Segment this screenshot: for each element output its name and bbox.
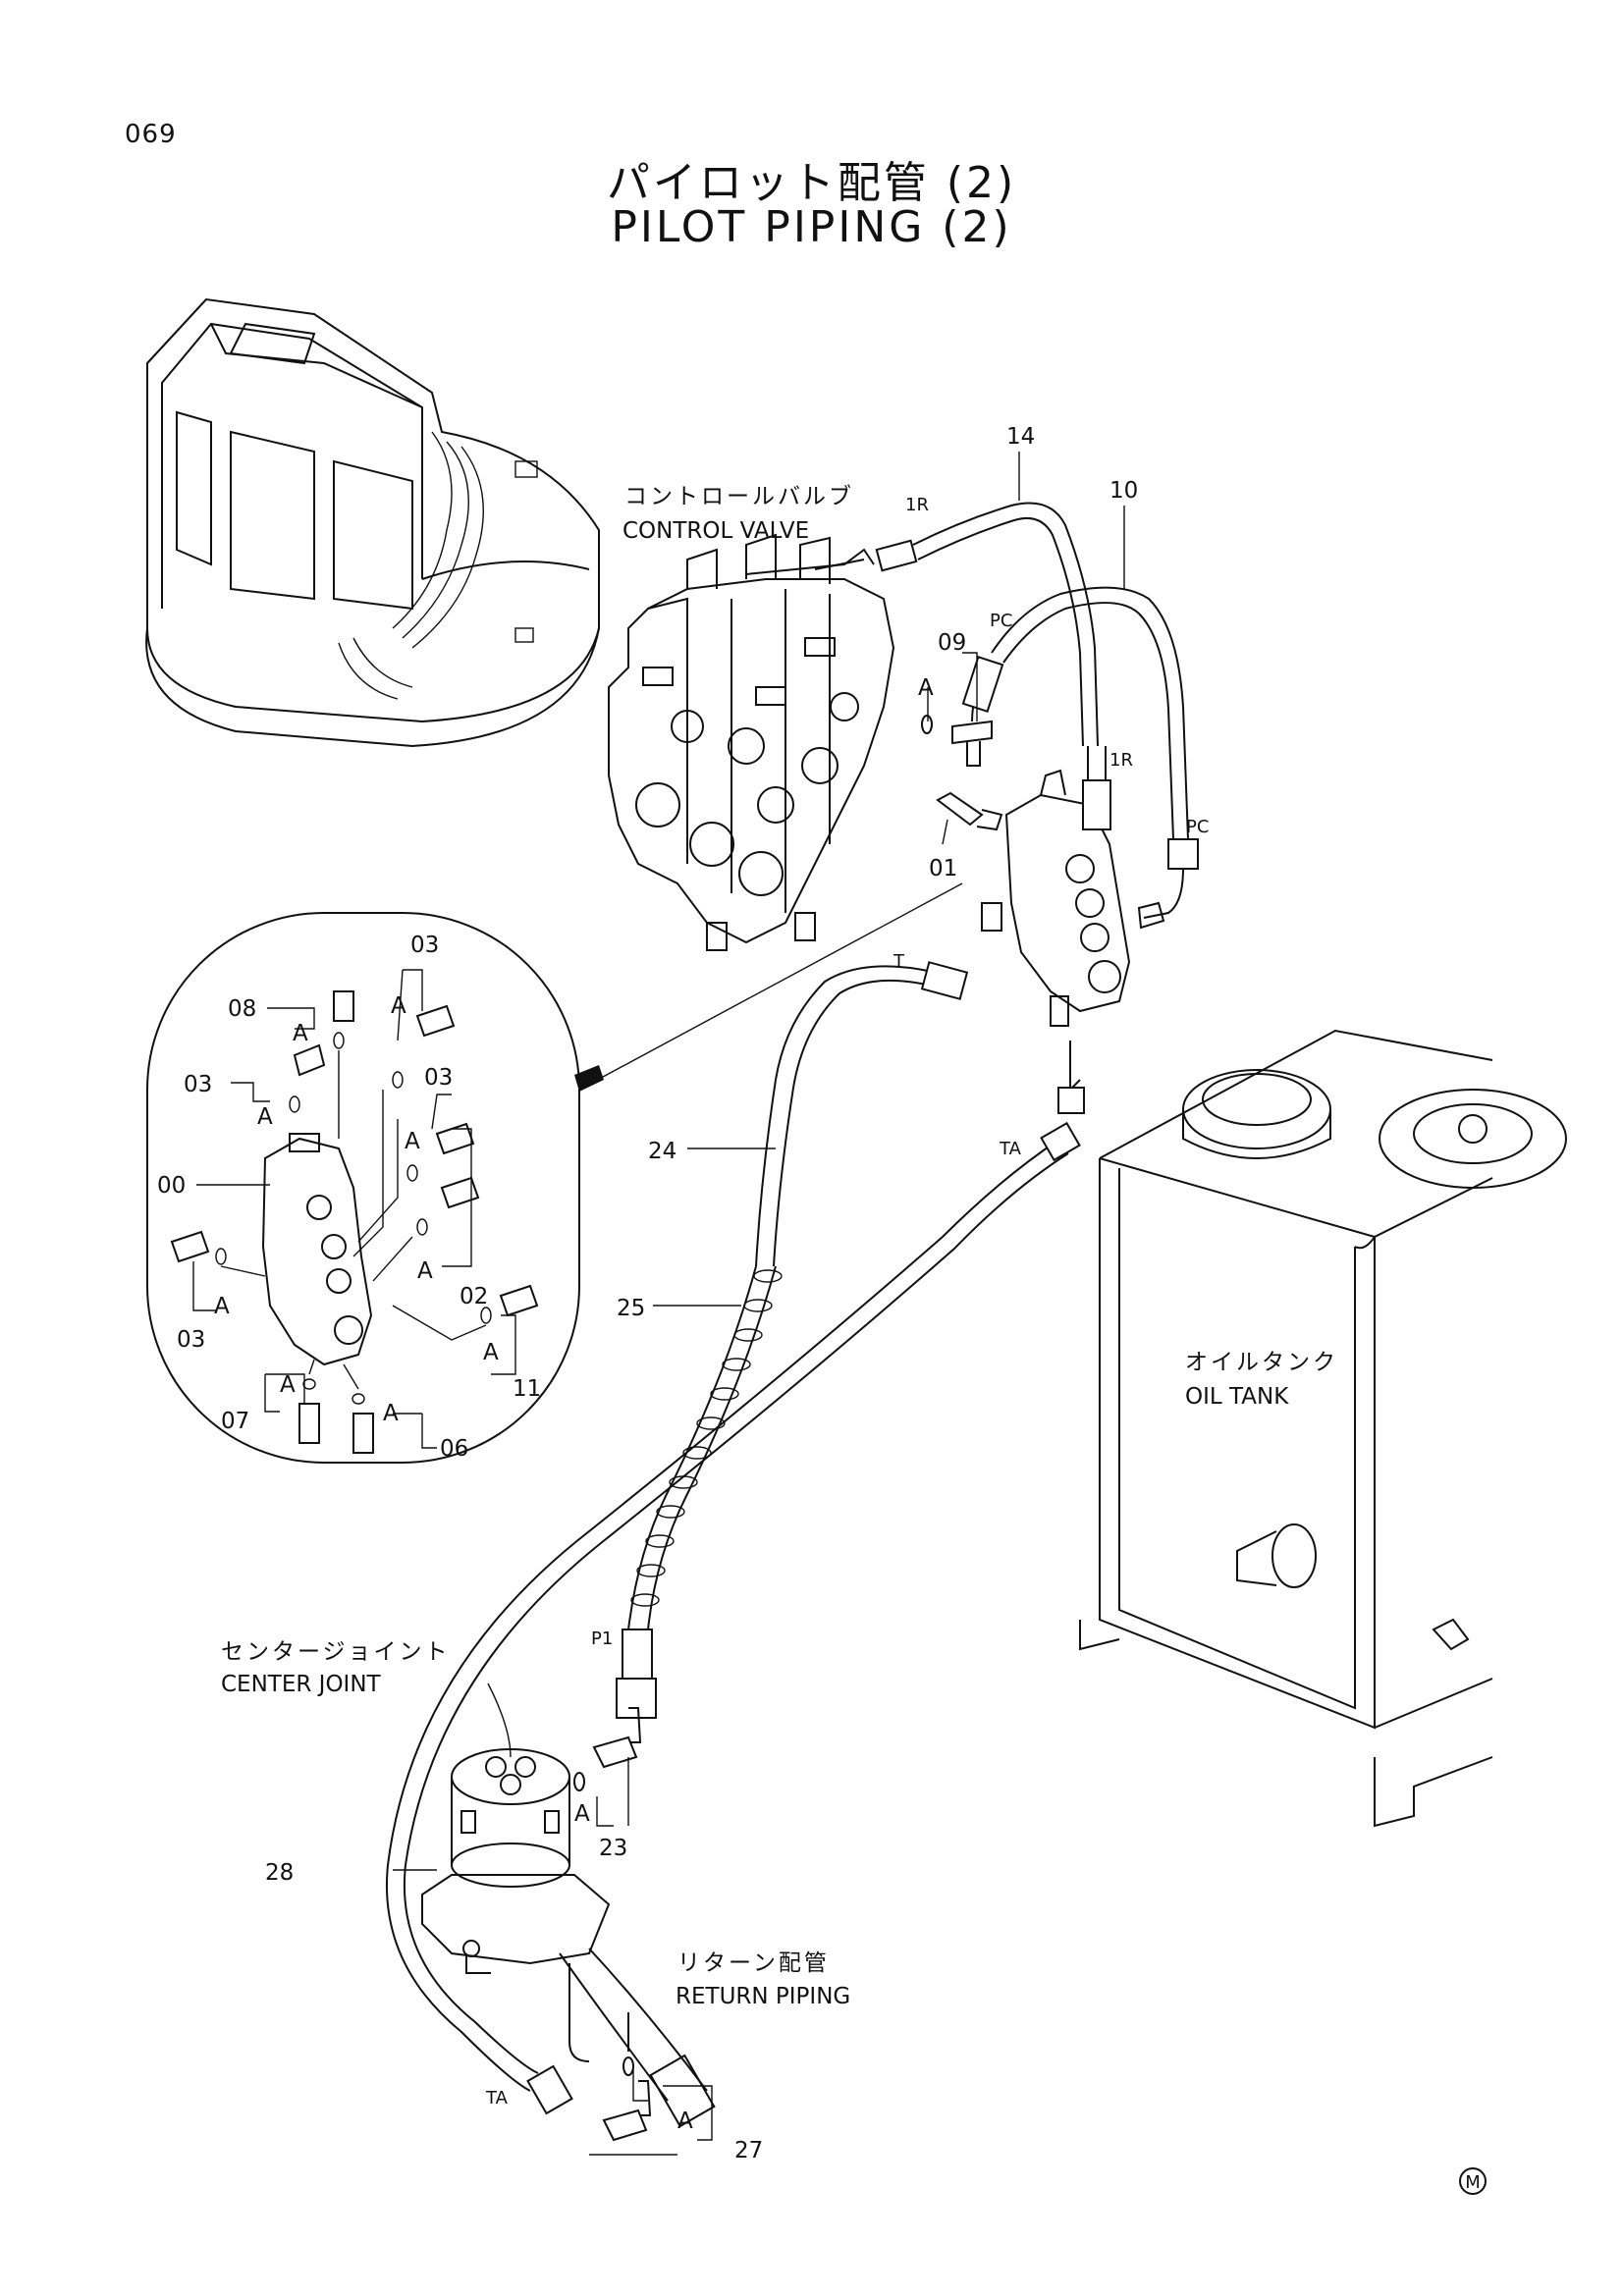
- return-piping-label-en: RETURN PIPING: [676, 1984, 850, 2009]
- detail-part-03d: 03: [177, 1327, 205, 1353]
- detail-labels: 03 08 03 03 00 03 02 11 07 06 A A A A A …: [157, 933, 541, 1462]
- part-01: 01: [929, 856, 957, 881]
- detail-part-07: 07: [221, 1409, 249, 1434]
- marker-a-09: A: [918, 675, 934, 701]
- part-labels: 14 10 09 01 24 25 28 23 27 1R PC 1R PC T…: [221, 424, 1338, 2163]
- port-1r-side: 1R: [1109, 750, 1133, 771]
- detail-part-02: 02: [460, 1284, 488, 1309]
- detail-part-08: 08: [228, 996, 256, 1022]
- port-pc-side: PC: [1186, 817, 1209, 837]
- center-joint-illustration: [421, 1748, 716, 2128]
- marker-a-23: A: [574, 1801, 590, 1827]
- marker-a-27: A: [677, 2109, 693, 2134]
- detail-part-11: 11: [513, 1376, 541, 1402]
- part-14: 14: [1006, 424, 1035, 450]
- detail-part-03b: 03: [184, 1072, 212, 1097]
- detail-part-03c: 03: [424, 1065, 453, 1091]
- hose-25: [616, 1265, 783, 1719]
- pilot-valve-illustration: [981, 769, 1165, 1027]
- port-ta-bottom: TA: [485, 2088, 509, 2109]
- port-pc-top: PC: [990, 611, 1012, 631]
- return-piping-label-ja: リターン配管: [677, 1950, 830, 1976]
- port-p1: P1: [591, 1629, 613, 1649]
- detail-marker-a2: A: [391, 993, 406, 1019]
- detail-callout: [146, 912, 580, 1464]
- port-t: T: [893, 951, 905, 972]
- detail-marker-a9: A: [383, 1401, 399, 1426]
- part-24: 24: [648, 1139, 676, 1164]
- detail-part-00: 00: [157, 1173, 186, 1199]
- control-valve-illustration: [608, 533, 895, 951]
- leader-lines: [393, 452, 1125, 2156]
- detail-marker-a7: A: [483, 1340, 499, 1365]
- title-japanese: パイロット配管 (2): [606, 158, 1017, 208]
- detail-part-03a: 03: [410, 933, 439, 958]
- svg-text:M: M: [1465, 2172, 1481, 2193]
- port-1r-top: 1R: [905, 495, 929, 515]
- detail-marker-a6: A: [214, 1294, 230, 1319]
- detail-marker-a3: A: [257, 1104, 273, 1130]
- detail-part-06: 06: [440, 1436, 468, 1462]
- page-number: 069: [125, 120, 177, 149]
- part-27: 27: [734, 2138, 763, 2163]
- copyright-m-mark: M: [1459, 2167, 1487, 2195]
- excavator-illustration: [145, 297, 600, 748]
- oil-tank-label-en: OIL TANK: [1185, 1384, 1289, 1410]
- detail-marker-a5: A: [417, 1258, 433, 1284]
- title-english: PILOT PIPING (2): [611, 202, 1012, 252]
- center-joint-label-ja: センタージョイント: [221, 1639, 451, 1665]
- part-28: 28: [265, 1860, 294, 1886]
- hose-24: [755, 961, 969, 1267]
- detail-marker-a8: A: [280, 1372, 296, 1398]
- hose-28: [386, 1041, 1085, 2115]
- oil-tank-label-ja: オイルタンク: [1185, 1350, 1338, 1375]
- detail-marker-a1: A: [293, 1021, 308, 1046]
- port-ta-tank: TA: [999, 1139, 1022, 1159]
- part-23: 23: [599, 1836, 627, 1861]
- part-25: 25: [617, 1296, 645, 1321]
- control-valve-label-en: CONTROL VALVE: [622, 518, 809, 544]
- hose-14: [875, 502, 1111, 830]
- bolt-01: [936, 791, 1003, 831]
- detail-marker-a4: A: [405, 1129, 420, 1154]
- center-joint-label-en: CENTER JOINT: [221, 1672, 382, 1697]
- oil-tank-illustration: [1079, 1029, 1567, 1828]
- part-10: 10: [1109, 478, 1138, 504]
- fitting-27: [602, 2012, 652, 2142]
- control-valve-label-ja: コントロールバルブ: [624, 484, 854, 509]
- fitting-23: [573, 1707, 642, 1791]
- hose-10: [961, 586, 1199, 919]
- part-09: 09: [938, 630, 966, 656]
